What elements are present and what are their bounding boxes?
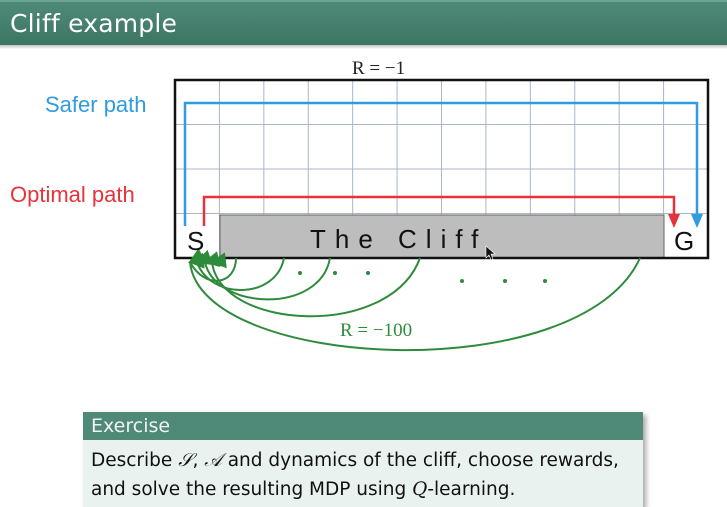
mouse-cursor-icon <box>485 245 496 261</box>
dot <box>366 271 370 275</box>
start-cell-label: S <box>187 226 205 256</box>
optimal-path <box>202 195 676 226</box>
dot <box>333 271 337 275</box>
dot <box>460 279 464 283</box>
exercise-body: Describe 𝒮, 𝒜 and dynamics of the cliff,… <box>83 440 643 507</box>
fall-arrow-3 <box>203 251 331 301</box>
step-reward-label: R = −1 <box>352 58 406 79</box>
dot <box>543 279 547 283</box>
slide-title: Cliff example <box>10 9 178 38</box>
exercise-line-1: Describe 𝒮, 𝒜 and dynamics of the cliff,… <box>91 446 635 475</box>
goal-cell-label: G <box>674 226 695 256</box>
exercise-line-2: and solve the resulting MDP using Q-lear… <box>91 475 635 504</box>
slide-header: Cliff example <box>0 0 727 45</box>
cliff-reward-label: R = −100 <box>340 320 413 341</box>
header-shadow <box>0 45 727 49</box>
safer-path-label: Safer path <box>45 92 147 117</box>
optimal-path-label: Optimal path <box>10 182 135 207</box>
fall-arrow-4 <box>210 252 421 318</box>
exercise-block: Exercise Describe 𝒮, 𝒜 and dynamics of t… <box>83 412 643 507</box>
state-space-symbol: 𝒮 <box>178 450 193 471</box>
action-space-symbol: 𝒜 <box>204 450 222 471</box>
exercise-text: , <box>192 450 205 471</box>
cliff-fall-arrows <box>188 248 641 351</box>
dot <box>503 279 507 283</box>
fall-arrow-5 <box>188 252 641 351</box>
fall-arrow-2 <box>195 249 285 291</box>
grid-border <box>173 78 710 260</box>
exercise-text: and solve the resulting MDP using <box>91 479 413 500</box>
exercise-text: -learning. <box>427 479 516 500</box>
exercise-text: Describe <box>91 450 179 471</box>
cliff-label: The Cliff <box>310 224 488 254</box>
exercise-text: and dynamics of the cliff, choose reward… <box>221 450 619 471</box>
cliff-region <box>219 214 665 259</box>
dot <box>298 271 302 275</box>
safer-path <box>183 101 699 226</box>
safer-arrowhead <box>691 214 703 228</box>
ellipsis-dots <box>298 271 547 283</box>
q-symbol: Q <box>412 479 428 500</box>
exercise-title: Exercise <box>83 412 643 440</box>
optimal-arrowhead <box>668 214 680 228</box>
